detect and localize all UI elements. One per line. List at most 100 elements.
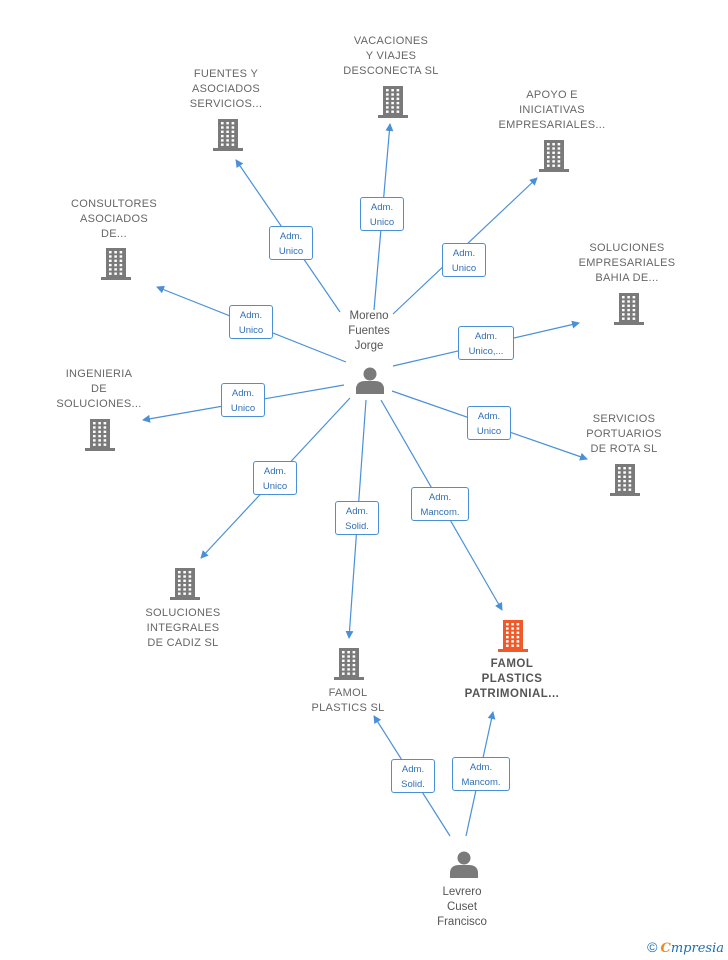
edge-label-moreno-apoyo[interactable]: Adm. Unico	[442, 243, 486, 277]
person-icon-moreno[interactable]	[356, 367, 384, 395]
building-icon-vacaciones[interactable]	[378, 86, 408, 118]
edge-label-moreno-ingenieria[interactable]: Adm. Unico	[221, 383, 265, 417]
node-label-line: INICIATIVAS	[519, 104, 585, 116]
edge-label-line: Adm.	[469, 762, 493, 773]
edge-label-line: Adm.	[401, 764, 425, 775]
node-label-line: DE...	[101, 228, 127, 240]
edge-label-line: Mancom.	[420, 507, 460, 518]
company-label-apoyo[interactable]: APOYO E INICIATIVAS EMPRESARIALES...	[477, 88, 627, 133]
company-label-consultores[interactable]: CONSULTORES ASOCIADOS DE...	[39, 197, 189, 242]
node-label-line: Fuentes	[348, 325, 390, 337]
node-label-line: DE ROTA SL	[590, 443, 658, 455]
edge-label-moreno-bahia[interactable]: Adm. Unico,...	[458, 326, 514, 360]
edge-label-line: Mancom.	[461, 777, 501, 788]
edge-label-line: Solid.	[401, 779, 425, 790]
edge-label-line: Adm.	[474, 331, 498, 342]
node-label-line: PORTUARIOS	[586, 428, 662, 440]
edge-label-line: Unico	[451, 263, 477, 274]
node-label-line: Cuset	[446, 901, 478, 913]
node-label-line: SERVICIOS	[592, 413, 656, 425]
edge-label-moreno-consultores[interactable]: Adm. Unico	[229, 305, 273, 339]
company-label-rota[interactable]: SERVICIOS PORTUARIOS DE ROTA SL	[549, 412, 699, 457]
person-icon-levrero[interactable]	[450, 851, 478, 879]
node-label-line: EMPRESARIALES	[578, 257, 676, 269]
node-label-line: SOLUCIONES...	[56, 398, 142, 410]
brand-initial: C	[660, 941, 671, 956]
edge-label-line: Adm.	[428, 492, 452, 503]
node-label-line: INGENIERIA	[65, 368, 133, 380]
node-label-line: PLASTICS	[481, 673, 543, 685]
edge-label-line: Adm.	[370, 202, 394, 213]
brand-name: mpresia	[670, 941, 724, 956]
company-label-cadiz[interactable]: SOLUCIONES INTEGRALES DE CADIZ SL	[108, 606, 258, 651]
building-icon-fuentes[interactable]	[213, 119, 243, 151]
building-icon-famol[interactable]	[334, 648, 364, 680]
node-label-line: Francisco	[437, 916, 487, 928]
node-label-line: FUENTES Y	[193, 68, 259, 80]
node-label-line: FAMOL	[328, 687, 368, 699]
edge-label-moreno-patrimonial[interactable]: Adm. Mancom.	[411, 487, 469, 521]
edge-label-line: Adm.	[231, 388, 255, 399]
node-label-line: SOLUCIONES	[589, 242, 665, 254]
edge-label-levrero-famol[interactable]: Adm. Solid.	[391, 759, 435, 793]
edge-label-line: Adm.	[345, 506, 369, 517]
edge-label-line: Unico	[278, 246, 304, 257]
edge-label-line: Unico	[230, 403, 256, 414]
building-icon-ingenieria[interactable]	[85, 419, 115, 451]
edge-label-line: Adm.	[477, 411, 501, 422]
building-icon-bahia[interactable]	[614, 293, 644, 325]
edge-label-line: Adm.	[263, 466, 287, 477]
node-label-line: Jorge	[354, 340, 384, 352]
edge-label-line: Unico	[262, 481, 288, 492]
node-label-line: SERVICIOS...	[189, 98, 263, 110]
edge-label-line: Adm.	[452, 248, 476, 259]
node-label-line: SOLUCIONES	[145, 607, 221, 619]
node-label-line: PATRIMONIAL...	[464, 688, 560, 700]
node-label-line: Moreno	[349, 310, 389, 322]
node-label-line: Y VIAJES	[365, 50, 417, 62]
edge-label-line: Solid.	[345, 521, 369, 532]
company-label-fuentes[interactable]: FUENTES Y ASOCIADOS SERVICIOS...	[151, 67, 301, 112]
node-label-line: DE CADIZ SL	[147, 637, 219, 649]
company-label-famol[interactable]: FAMOL PLASTICS SL	[273, 686, 423, 716]
node-label-line: DE	[91, 383, 107, 395]
edge-label-moreno-famol[interactable]: Adm. Solid.	[335, 501, 379, 535]
node-label-line: BAHIA DE...	[595, 272, 659, 284]
node-label-line: VACACIONES	[353, 35, 429, 47]
node-label-line: Levrero	[442, 886, 482, 898]
company-label-vacaciones[interactable]: VACACIONES Y VIAJES DESCONECTA SL	[316, 34, 466, 79]
edge-label-moreno-cadiz[interactable]: Adm. Unico	[253, 461, 297, 495]
building-icon-patrimonial[interactable]	[498, 620, 528, 652]
edge-label-line: Unico	[238, 325, 264, 336]
edge-label-line: Adm.	[239, 310, 263, 321]
edge-label-moreno-vacaciones[interactable]: Adm. Unico	[360, 197, 404, 231]
node-label-line: PLASTICS SL	[311, 702, 385, 714]
edge-label-line: Unico	[476, 426, 502, 437]
building-icon-rota[interactable]	[610, 464, 640, 496]
edge-label-line: Unico,...	[468, 346, 504, 357]
building-icon-cadiz[interactable]	[170, 568, 200, 600]
brand-footer: ©Cmpresia	[647, 939, 724, 956]
edge-label-levrero-patrimonial[interactable]: Adm. Mancom.	[452, 757, 510, 791]
copyright-symbol: ©	[647, 939, 658, 955]
node-label-line: ASOCIADOS	[79, 213, 149, 225]
edge-label-line: Unico	[369, 217, 395, 228]
company-label-patrimonial[interactable]: FAMOL PLASTICS PATRIMONIAL...	[437, 657, 587, 702]
edge-label-line: Adm.	[279, 231, 303, 242]
company-label-ingenieria[interactable]: INGENIERIA DE SOLUCIONES...	[24, 367, 174, 412]
node-label-line: DESCONECTA SL	[343, 65, 439, 77]
node-label-line: ASOCIADOS	[191, 83, 261, 95]
company-label-bahia[interactable]: SOLUCIONES EMPRESARIALES BAHIA DE...	[552, 241, 702, 286]
building-icon-consultores[interactable]	[101, 248, 131, 280]
node-label-line: EMPRESARIALES...	[498, 119, 606, 131]
edge-label-moreno-fuentes[interactable]: Adm. Unico	[269, 226, 313, 260]
node-label-line: APOYO E	[526, 89, 578, 101]
node-label-line: CONSULTORES	[70, 198, 158, 210]
node-label-line: INTEGRALES	[146, 622, 220, 634]
building-icon-apoyo[interactable]	[539, 140, 569, 172]
node-label-line: FAMOL	[490, 658, 534, 670]
edge-label-moreno-rota[interactable]: Adm. Unico	[467, 406, 511, 440]
